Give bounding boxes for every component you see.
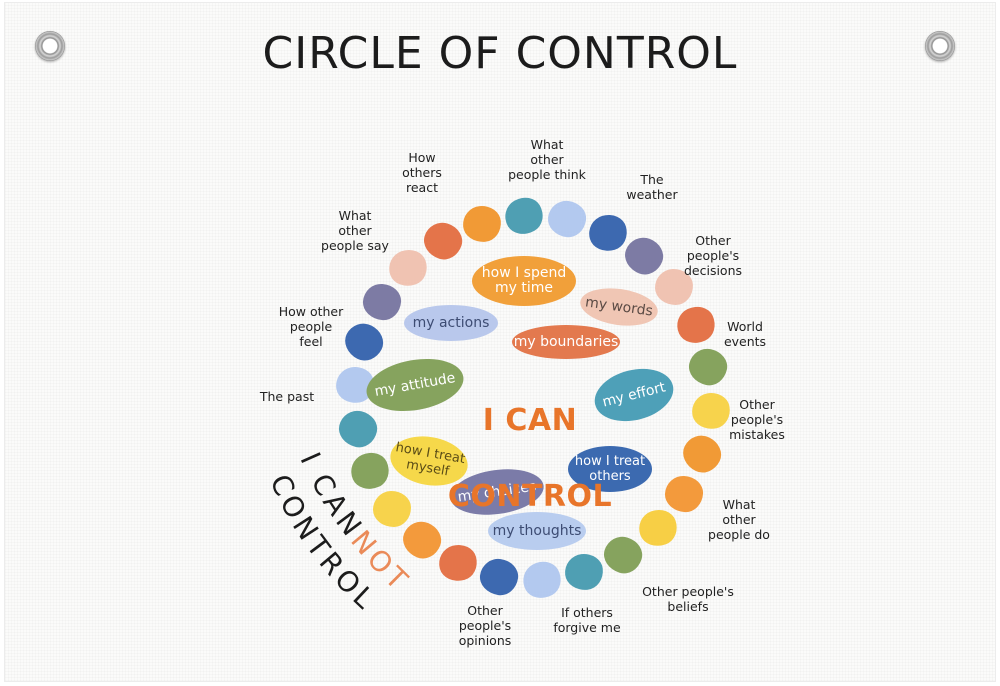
label-other-peoples-beliefs: Other people's beliefs — [642, 584, 734, 614]
label-world-events: World events — [723, 319, 767, 349]
pill-how-i-treat-others: how I treat others — [568, 446, 652, 492]
i-can-control-title: I CAN CONTROL — [440, 364, 620, 554]
label-what-other-people-think: What other people think — [508, 137, 586, 182]
pill-my-boundaries: my boundaries — [512, 325, 620, 359]
label-the-past: The past — [259, 389, 315, 404]
label-other-peoples-mistakes: Other people's mistakes — [729, 397, 785, 442]
label-if-others-forgive-me: If others forgive me — [553, 605, 621, 635]
label-other-peoples-opinions: Other people's opinions — [458, 603, 512, 648]
outer-stone — [372, 490, 412, 528]
poster — [4, 2, 996, 682]
pill-my-thoughts: my thoughts — [488, 512, 586, 550]
i-can-line: I CAN — [482, 403, 578, 438]
label-what-other-people-do: What other people do — [708, 497, 770, 542]
poster-title: CIRCLE OF CONTROL — [262, 28, 738, 79]
grommet-left-icon — [35, 31, 65, 61]
pill-my-actions: my actions — [404, 305, 498, 341]
control-line: CONTROL — [447, 479, 613, 514]
label-how-others-react: How others react — [402, 150, 442, 195]
pill-how-i-spend-my-time: how I spend my time — [472, 256, 576, 306]
label-other-peoples-decisions: Other people's decisions — [683, 233, 743, 278]
label-the-weather: The weather — [626, 172, 678, 202]
label-what-other-people-say: What other people say — [321, 208, 389, 253]
grommet-right-icon — [925, 31, 955, 61]
label-how-other-people-feel: How other people feel — [278, 304, 344, 349]
